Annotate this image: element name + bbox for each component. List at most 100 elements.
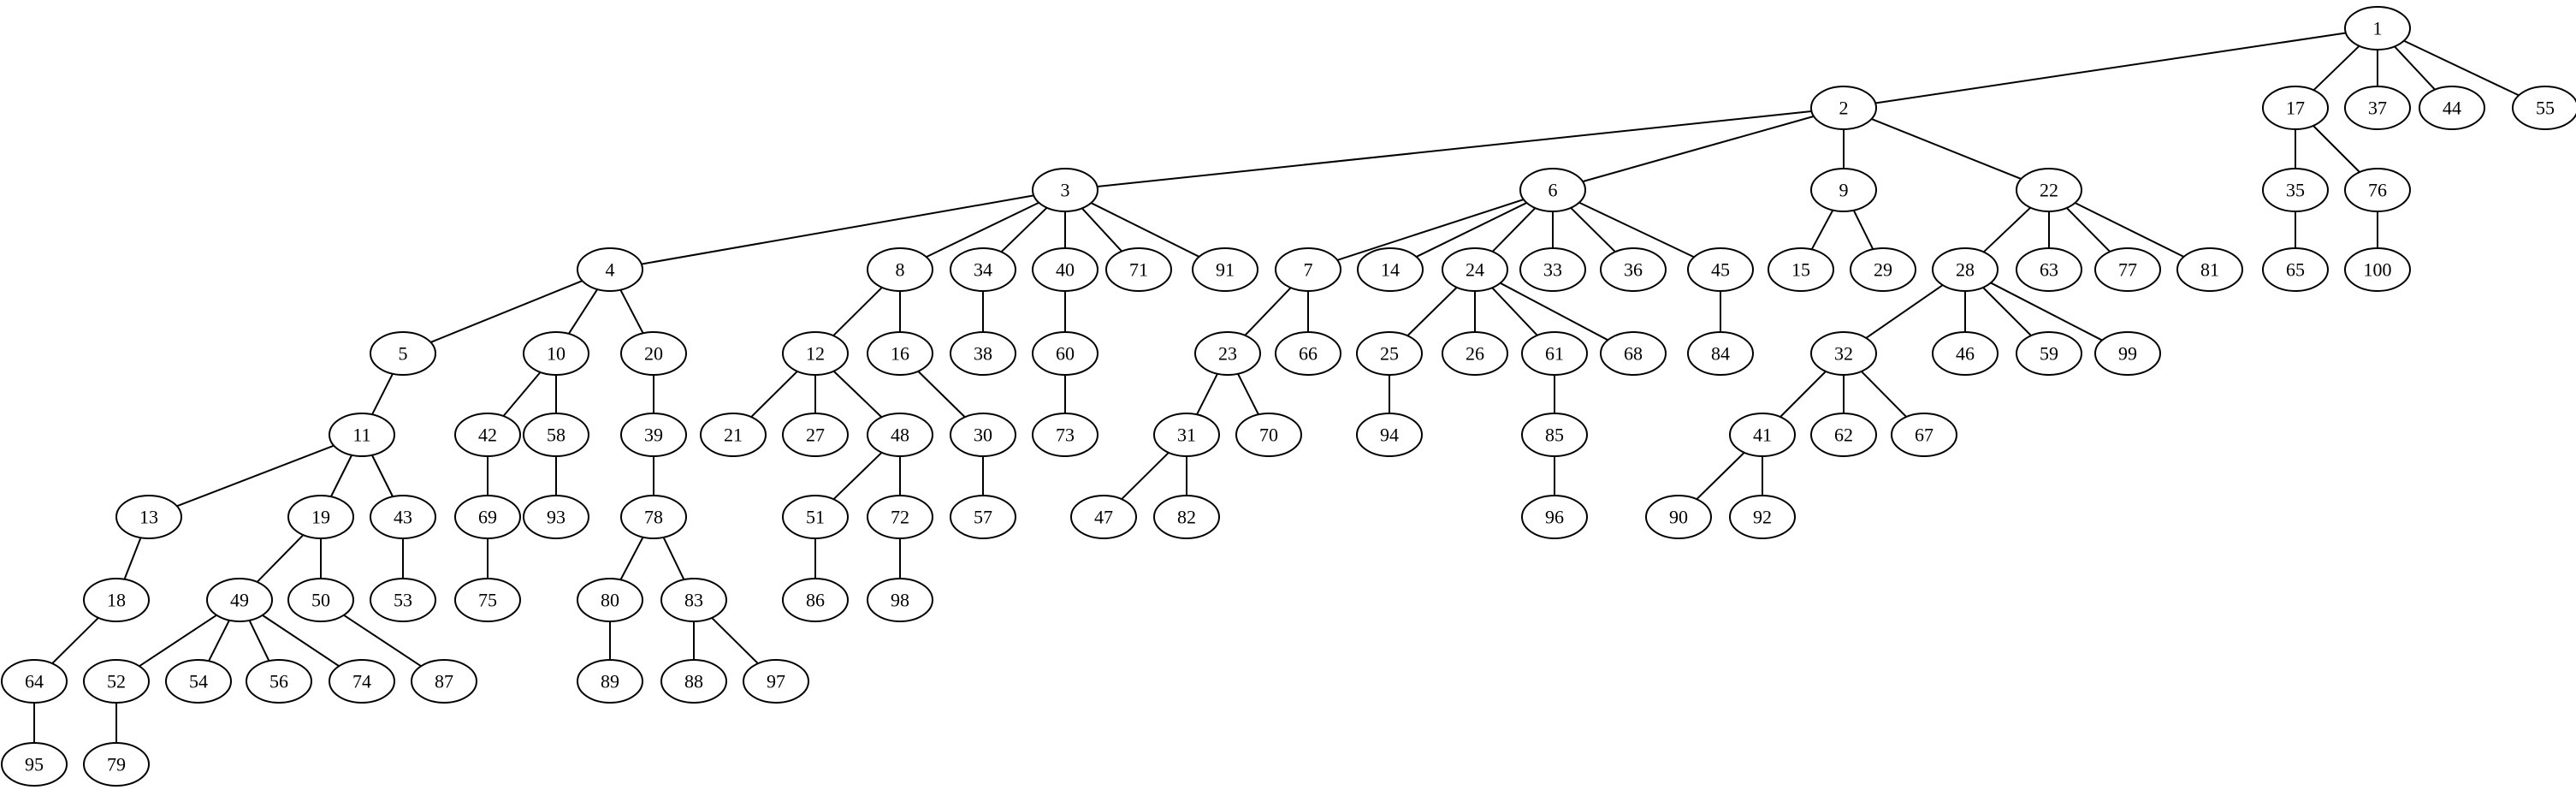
node-label: 37 — [2368, 98, 2387, 119]
node-ellipse — [2094, 247, 2161, 292]
node-ellipse — [1687, 331, 1754, 376]
edge-3-8 — [926, 201, 1039, 258]
edge-4-20 — [619, 289, 644, 334]
node-ellipse — [2016, 247, 2082, 292]
node-ellipse — [411, 659, 477, 704]
node-label: 51 — [806, 507, 825, 528]
edge-78-83 — [662, 537, 685, 580]
edge-28-99 — [1990, 282, 2103, 342]
edge-50-87 — [343, 614, 422, 668]
edge-6-36 — [1570, 207, 1616, 252]
node-ellipse — [2016, 331, 2082, 376]
node-label: 57 — [974, 507, 992, 528]
node-ellipse — [1891, 413, 1957, 457]
tree-node-74: 74 — [329, 659, 395, 704]
node-ellipse — [1356, 413, 1423, 457]
edge-3-34 — [1000, 206, 1048, 253]
node-ellipse — [867, 247, 933, 292]
edge-3-91 — [1090, 202, 1200, 258]
tree-node-68: 68 — [1600, 331, 1667, 376]
node-ellipse — [1810, 168, 1877, 212]
node-label: 14 — [1381, 259, 1400, 281]
node-label: 52 — [107, 671, 126, 692]
tree-node-4: 4 — [577, 247, 643, 292]
node-label: 25 — [1380, 343, 1399, 365]
node-label: 42 — [478, 425, 497, 446]
tree-node-87: 87 — [411, 659, 477, 704]
node-ellipse — [1442, 247, 1508, 292]
edge-12-48 — [832, 370, 883, 419]
tree-node-70: 70 — [1235, 413, 1302, 457]
node-ellipse — [1600, 331, 1667, 376]
node-label: 34 — [974, 259, 992, 281]
node-ellipse — [1032, 413, 1099, 457]
node-label: 7 — [1304, 259, 1313, 281]
node-ellipse — [867, 413, 933, 457]
tree-node-8: 8 — [867, 247, 933, 292]
node-ellipse — [83, 659, 150, 704]
node-ellipse — [950, 413, 1016, 457]
node-label: 4 — [606, 259, 615, 281]
edge-2-3 — [1097, 110, 1812, 188]
node-ellipse — [83, 742, 150, 787]
node-label: 91 — [1216, 259, 1235, 281]
node-ellipse — [1, 742, 68, 787]
edge-23-31 — [1196, 373, 1218, 415]
node-label: 76 — [2368, 180, 2387, 201]
node-ellipse — [1850, 247, 1916, 292]
tree-node-96: 96 — [1521, 495, 1588, 539]
node-label: 38 — [974, 343, 992, 365]
edge-16-30 — [917, 371, 966, 418]
node-label: 70 — [1259, 425, 1278, 446]
node-label: 6 — [1549, 180, 1558, 201]
node-label: 95 — [25, 754, 44, 775]
node-ellipse — [2262, 86, 2329, 130]
node-label: 39 — [644, 425, 663, 446]
node-label: 15 — [1791, 259, 1810, 281]
edge-11-43 — [370, 454, 394, 497]
node-ellipse — [1729, 495, 1796, 539]
node-ellipse — [1032, 247, 1099, 292]
node-ellipse — [329, 659, 395, 704]
tree-node-92: 92 — [1729, 495, 1796, 539]
tree-node-47: 47 — [1070, 495, 1137, 539]
node-label: 74 — [352, 671, 371, 692]
node-ellipse — [1810, 331, 1877, 376]
node-label: 5 — [399, 343, 408, 365]
tree-node-52: 52 — [83, 659, 150, 704]
tree-node-39: 39 — [620, 413, 687, 457]
node-ellipse — [1356, 331, 1423, 376]
edge-17-76 — [2312, 125, 2360, 173]
tree-node-11: 11 — [329, 413, 395, 457]
node-ellipse — [1357, 247, 1424, 292]
node-ellipse — [1442, 331, 1508, 376]
tree-node-33: 33 — [1519, 247, 1586, 292]
tree-node-93: 93 — [523, 495, 589, 539]
tree-node-82: 82 — [1153, 495, 1220, 539]
node-label: 53 — [394, 590, 412, 611]
tree-node-81: 81 — [2176, 247, 2243, 292]
node-ellipse — [115, 495, 182, 539]
node-ellipse — [2512, 86, 2576, 130]
node-label: 80 — [601, 590, 619, 611]
node-label: 1 — [2373, 18, 2383, 39]
tree-node-54: 54 — [165, 659, 232, 704]
node-ellipse — [782, 578, 849, 622]
node-label: 88 — [684, 671, 703, 692]
tree-node-43: 43 — [370, 495, 436, 539]
tree-node-66: 66 — [1275, 331, 1341, 376]
edge-5-11 — [371, 373, 394, 415]
edge-28-32 — [1865, 284, 1944, 339]
node-label: 61 — [1545, 343, 1564, 365]
tree-node-97: 97 — [743, 659, 809, 704]
tree-node-53: 53 — [370, 578, 436, 622]
tree-node-21: 21 — [700, 413, 767, 457]
node-label: 19 — [311, 507, 330, 528]
tree-node-17: 17 — [2262, 86, 2329, 130]
tree-node-40: 40 — [1032, 247, 1099, 292]
edge-32-41 — [1780, 371, 1827, 418]
node-label: 79 — [107, 754, 126, 775]
node-label: 48 — [891, 425, 909, 446]
tree-node-100: 100 — [2344, 247, 2411, 292]
